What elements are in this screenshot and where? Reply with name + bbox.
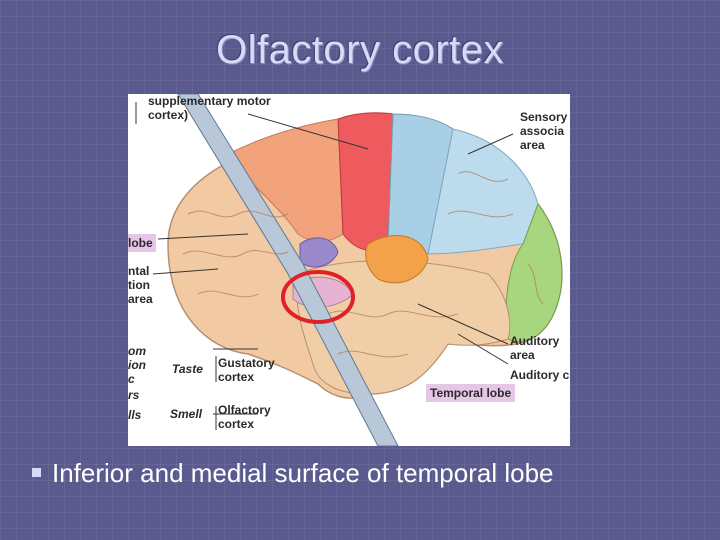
label-frontal-partial: ntal bbox=[128, 264, 150, 278]
label-c-partial: c bbox=[128, 372, 135, 386]
gyri-lines bbox=[182, 171, 544, 358]
label-gustatory-cortex: cortex bbox=[218, 370, 255, 384]
label-area-left: area bbox=[128, 292, 153, 306]
pointer-lines bbox=[135, 102, 514, 430]
label-ion-partial: ion bbox=[128, 358, 146, 372]
auditory-region bbox=[365, 235, 429, 284]
bullet-square-icon bbox=[32, 468, 41, 477]
label-sensory: Sensory bbox=[520, 110, 568, 124]
label-gustatory: Gustatory bbox=[218, 356, 275, 370]
label-auditory: Auditory bbox=[510, 334, 560, 348]
label-lobe-left: lobe bbox=[128, 234, 156, 252]
label-olfactory-cortex: cortex bbox=[218, 417, 255, 431]
label-taste: Taste bbox=[172, 362, 203, 376]
motor-cortex-region bbox=[337, 112, 394, 252]
label-auditory-area: area bbox=[510, 348, 535, 362]
brainstem-tract bbox=[177, 94, 399, 446]
label-rs-partial: rs bbox=[128, 388, 140, 402]
label-supplementary-motor: supplementary motor bbox=[148, 94, 271, 108]
highlight-ring bbox=[281, 270, 355, 324]
label-olfactory: Olfactory bbox=[218, 403, 271, 417]
slide-title: Olfactory cortex bbox=[215, 28, 505, 72]
brain-illustration bbox=[135, 94, 563, 446]
label-cortex-paren: cortex) bbox=[148, 108, 189, 122]
insula-region bbox=[299, 237, 339, 268]
label-auditory-partial: Auditory c bbox=[510, 368, 570, 382]
label-smell: Smell bbox=[170, 407, 203, 421]
brain-diagram-image: supplementary motor cortex) Sensory asso… bbox=[128, 94, 570, 446]
label-association: associa bbox=[520, 124, 565, 138]
label-om-partial: om bbox=[128, 344, 146, 358]
occipital-region bbox=[505, 202, 563, 343]
label-tion-partial: tion bbox=[128, 278, 150, 292]
label-temporal-lobe: Temporal lobe bbox=[426, 384, 516, 402]
label-lls-partial: lls bbox=[128, 408, 142, 422]
label-area: area bbox=[520, 138, 545, 152]
bullet-item: Inferior and medial surface of temporal … bbox=[32, 458, 712, 489]
bullet-text: Inferior and medial surface of temporal … bbox=[52, 458, 554, 488]
